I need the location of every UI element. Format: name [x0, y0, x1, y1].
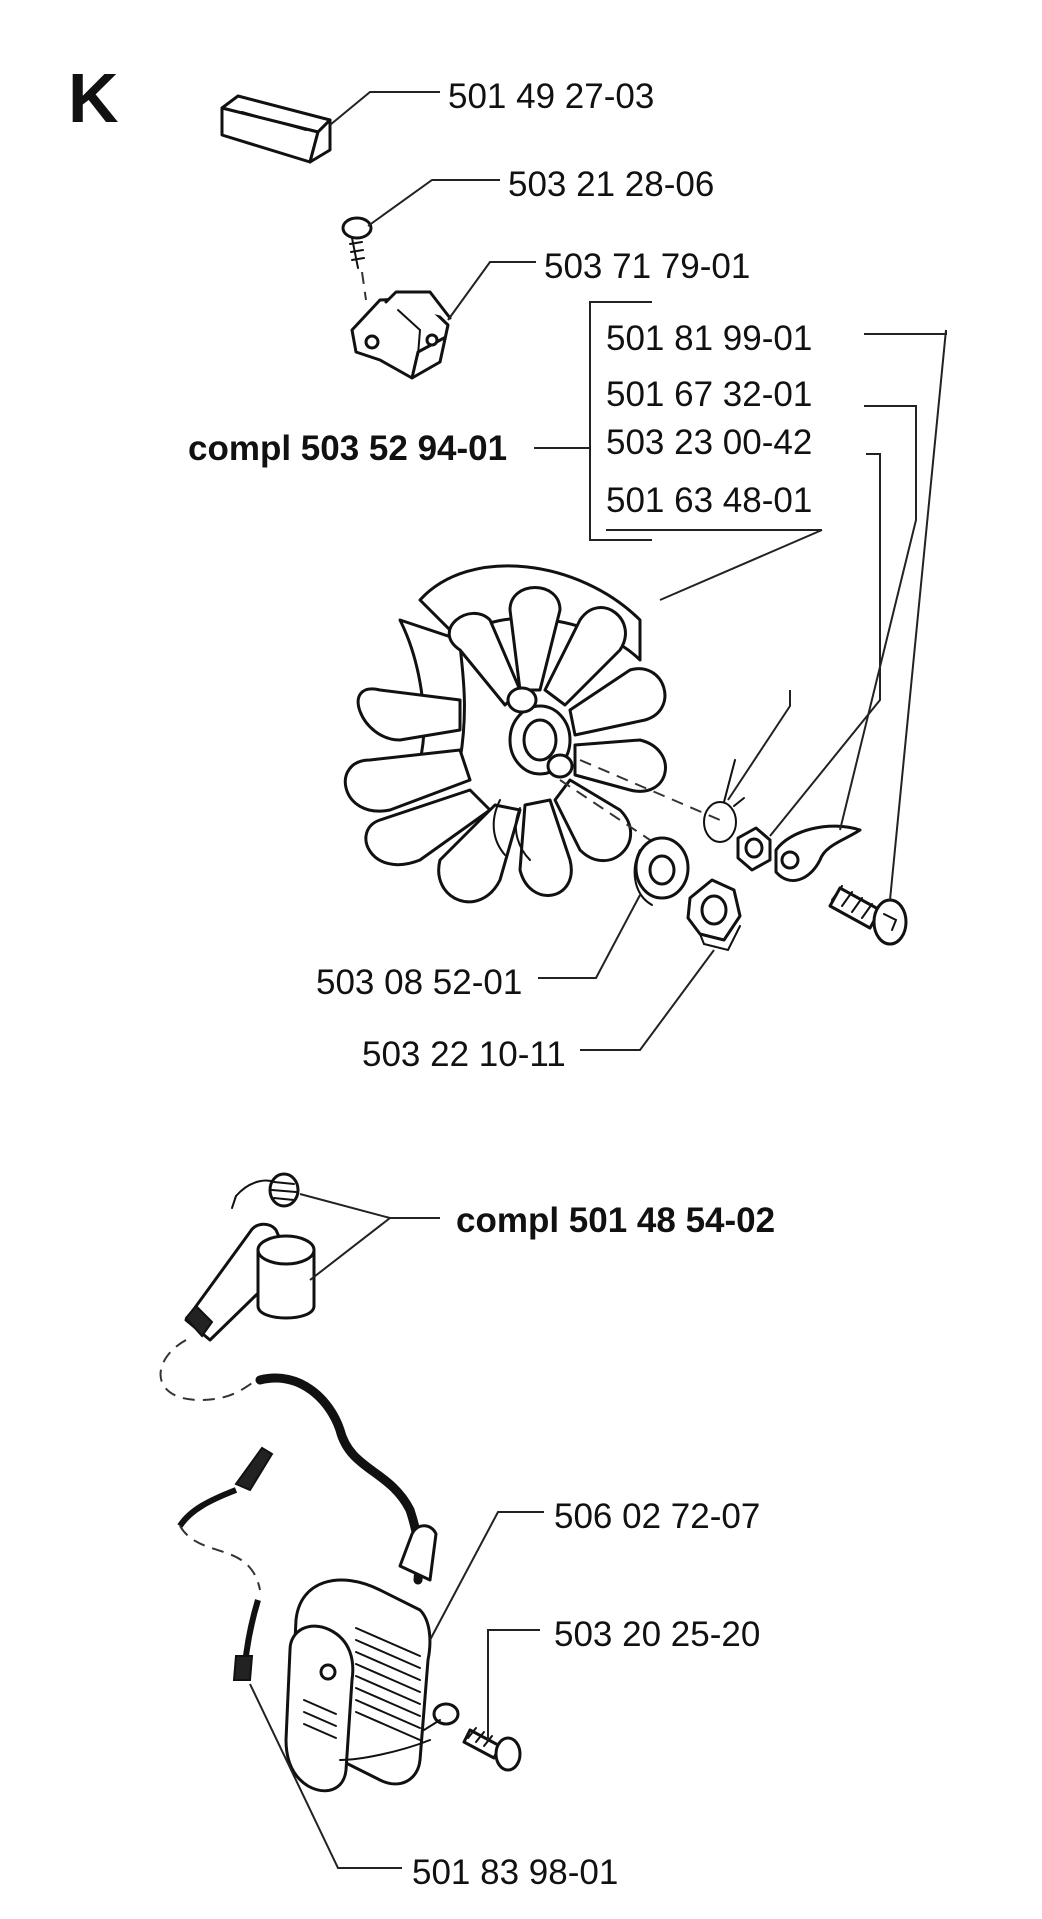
label-p12: 501 83 98-01: [412, 1853, 618, 1892]
compl1-bracket: [589, 301, 652, 541]
nut-small-part: [736, 826, 772, 872]
spring-part: [703, 759, 745, 843]
flywheel-nut-part: [686, 878, 742, 952]
leader-p4: [864, 329, 947, 901]
ht-lead-dashed: [159, 1339, 261, 1402]
buffer-part: [220, 94, 332, 164]
bracket-part: [350, 271, 452, 380]
leader-p12: [249, 1683, 402, 1869]
section-letter: K: [68, 59, 119, 137]
axis-line-2: [559, 779, 651, 841]
flywheel-part: [343, 564, 667, 904]
leader-p7-spring: [727, 690, 791, 801]
screw-small-part: [341, 216, 373, 269]
leader-p10: [429, 1511, 544, 1641]
leader-compl2-b: [309, 1217, 391, 1281]
leader-p1: [329, 91, 440, 126]
spark-plug-cap-part: [184, 1222, 316, 1342]
label-p8: 503 08 52-01: [316, 963, 522, 1002]
label-p6: 503 23 00-42: [606, 423, 812, 462]
ignition-coil-part: [284, 1524, 438, 1793]
label-p11: 503 20 25-20: [554, 1615, 760, 1654]
leader-p6: [769, 453, 881, 837]
leader-p9: [580, 949, 715, 1051]
washer-part: [633, 836, 690, 906]
leader-p3: [447, 261, 536, 321]
label-p9: 503 22 10-11: [362, 1035, 566, 1074]
leader-p5: [839, 405, 917, 831]
label-p1: 501 49 27-03: [448, 77, 654, 116]
coil-screw-part: [423, 1702, 522, 1772]
label-p10: 506 02 72-07: [554, 1497, 760, 1536]
label-p4: 501 81 99-01: [606, 319, 812, 358]
pawl-part: [774, 824, 862, 882]
spring-terminal-part: [231, 1172, 300, 1209]
ht-lead: [255, 1373, 424, 1585]
label-p5: 501 67 32-01: [606, 375, 812, 414]
label-p2: 503 21 28-06: [508, 165, 714, 204]
label-p3: 503 71 79-01: [544, 247, 750, 286]
leader-p11: [487, 1629, 540, 1740]
leader-p7: [659, 529, 823, 601]
axis-line: [579, 759, 721, 821]
screw-pawl-part: [828, 885, 908, 946]
leader-p8: [538, 894, 641, 979]
label-compl1: compl 503 52 94-01: [188, 429, 507, 468]
leader-p2: [367, 179, 500, 227]
short-circuit-cable: [177, 1446, 274, 1681]
label-compl2: compl 501 48 54-02: [456, 1201, 775, 1240]
leader-compl2: [299, 1193, 440, 1219]
label-p7: 501 63 48-01: [606, 481, 812, 520]
